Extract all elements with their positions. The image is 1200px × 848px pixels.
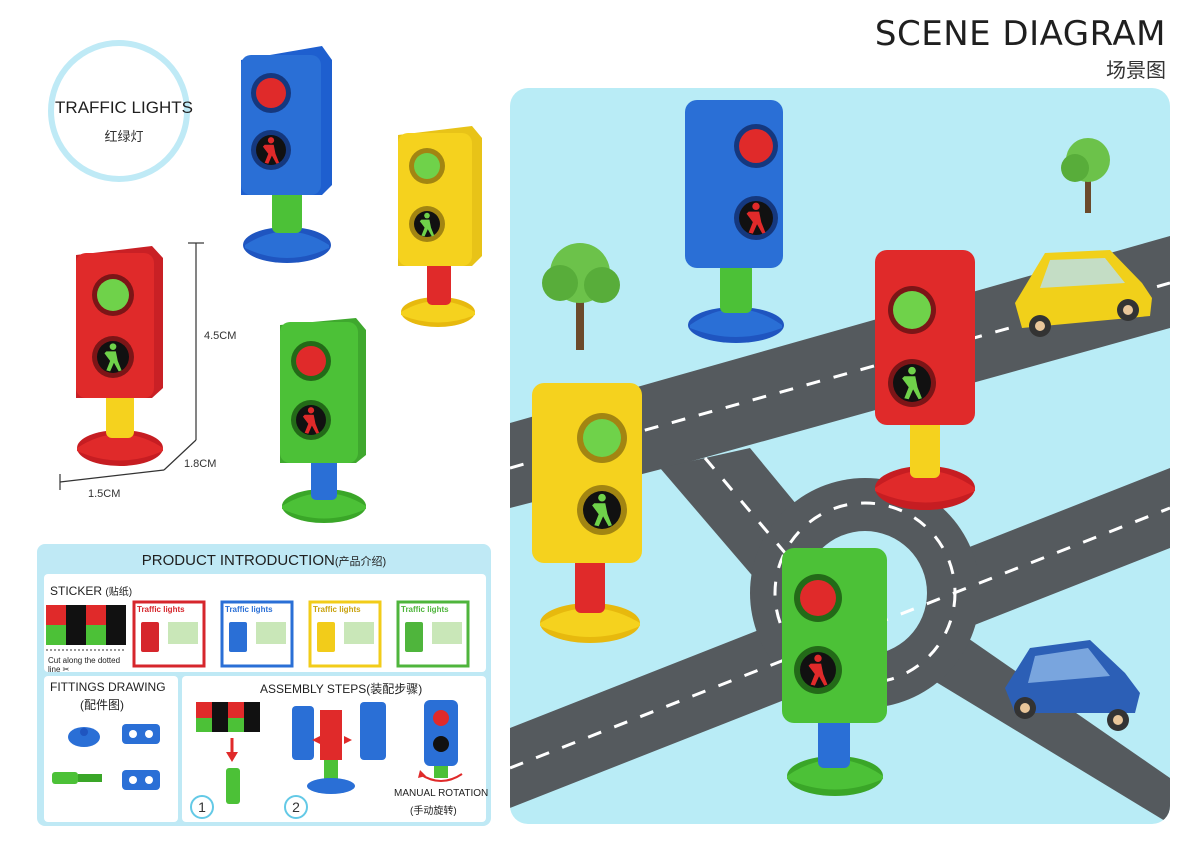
scene-red-traffic-light (875, 250, 975, 510)
sticker-label-en: STICKER (50, 584, 103, 598)
cut-note: Cut along the dotted line ✂ (48, 656, 121, 674)
sheet-blue (220, 600, 294, 668)
scene-diagram-subtitle: 场景图 (1106, 58, 1166, 82)
tree-small-icon (1061, 138, 1110, 213)
scene-diagram-title: SCENE DIAGRAM (874, 14, 1166, 54)
sheet-yellow-name: Traffic lights (313, 605, 361, 614)
step-2-badge: 2 (284, 795, 308, 819)
product-introduction-title: PRODUCT INTRODUCTION(产品介绍) (37, 552, 491, 569)
manual-rotation-label: MANUAL ROTATION (394, 788, 489, 799)
fittings-section (44, 676, 178, 822)
sheet-red (132, 600, 206, 668)
scene-green-traffic-light (782, 548, 887, 796)
manual-rotation-label-cn: (手动旋转) (410, 806, 457, 817)
step-1-illustration (196, 702, 260, 804)
product-showcase (59, 46, 482, 523)
scene-illustration (510, 100, 1170, 824)
badge-title: TRAFFIC LIGHTS (55, 98, 193, 117)
fittings-label-cn: (配件图) (80, 698, 124, 712)
base-piece-icon (68, 727, 100, 747)
assembly-steps (196, 700, 463, 804)
green-traffic-light (280, 318, 366, 523)
traffic-lights-badge (48, 40, 190, 182)
sheet-blue-name: Traffic lights (225, 605, 273, 614)
fittings-label: FITTINGS DRAWING (50, 680, 166, 694)
height-dimension: 4.5CM (204, 330, 237, 342)
intro-title-cn: (产品介绍) (334, 556, 387, 568)
assembly-label-en: ASSEMBLY STEPS (260, 682, 367, 696)
pole-piece-icon (52, 772, 102, 784)
sheet-red-name: Traffic lights (137, 605, 185, 614)
assembly-label: ASSEMBLY STEPS(装配步骤) (260, 680, 422, 697)
sticker-label-cn: (贴纸) (105, 587, 133, 598)
depth-dimension: 1.8CM (184, 458, 217, 470)
bracket-piece-icon (122, 724, 160, 744)
dimension-lines (59, 242, 204, 490)
sheet-yellow (308, 600, 382, 668)
step-1-badge: 1 (190, 795, 214, 819)
blue-traffic-light (241, 46, 332, 263)
tree-large-icon (542, 243, 620, 350)
intro-title-en: PRODUCT INTRODUCTION (141, 552, 335, 569)
width-dimension: 1.5CM (88, 488, 121, 500)
scene-blue-traffic-light (685, 100, 784, 343)
yellow-car-icon (1015, 250, 1152, 337)
step-2-illustration (292, 702, 386, 794)
sticker-strip (46, 605, 126, 651)
bracket-piece-2-icon (122, 770, 160, 790)
sticker-label: STICKER (贴纸) (50, 583, 132, 598)
red-traffic-light (76, 246, 163, 466)
rotation-illustration (418, 700, 463, 782)
yellow-traffic-light (398, 126, 482, 327)
sticker-sheets (46, 600, 470, 668)
sheet-green-name: Traffic lights (401, 605, 449, 614)
sheet-green (396, 600, 470, 668)
badge-subtitle: 红绿灯 (104, 129, 144, 144)
scene-yellow-traffic-light (532, 383, 642, 643)
scene-panel (510, 88, 1170, 824)
assembly-label-cn: (装配步骤) (366, 682, 423, 696)
fittings-drawing (52, 724, 160, 790)
blue-car-icon (1005, 640, 1140, 731)
